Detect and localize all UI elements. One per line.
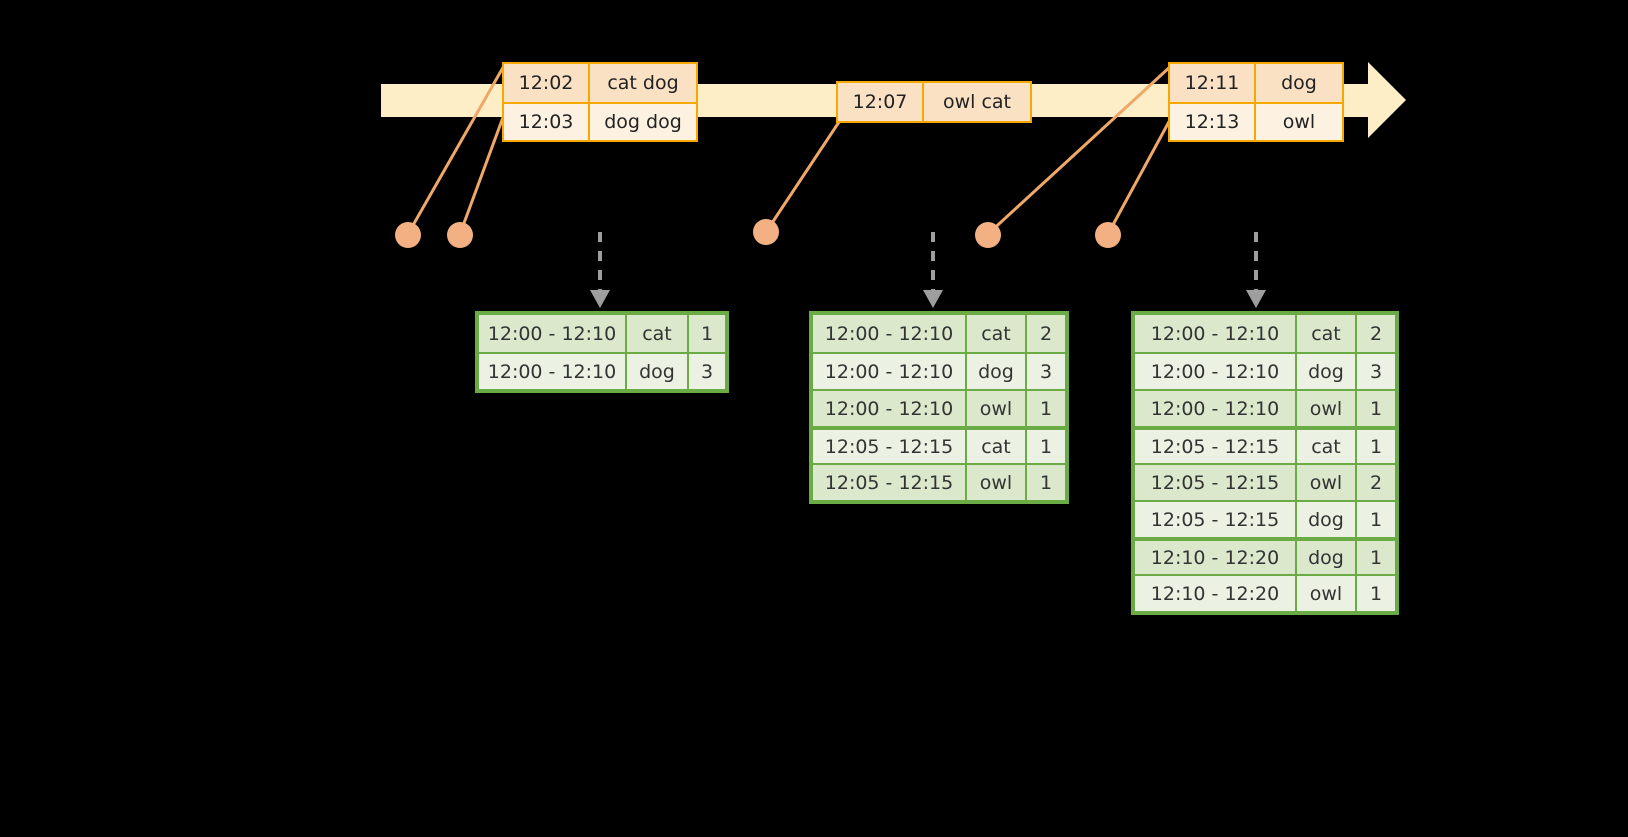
word-cell: owl [1295, 576, 1355, 611]
event-time: 12:07 [838, 83, 922, 121]
table-row[interactable]: 12:00 - 12:10 dog 3 [813, 352, 1065, 389]
word-cell: dog [1295, 502, 1355, 537]
table-row[interactable]: 12:00 - 12:10 cat 1 [479, 315, 725, 352]
table-row[interactable]: 12:00 - 12:10 cat 2 [813, 315, 1065, 352]
table-row[interactable]: 12:05 - 12:15 owl 2 [1135, 463, 1395, 500]
count-cell: 2 [1355, 465, 1395, 500]
window-cell: 12:00 - 12:10 [479, 354, 625, 389]
word-cell: cat [965, 430, 1025, 463]
word-cell: dog [1295, 354, 1355, 389]
table-row[interactable]: 12:00 - 12:10 owl 1 [813, 389, 1065, 426]
result-table-1: 12:00 - 12:10 cat 1 12:00 - 12:10 dog 3 [475, 311, 729, 393]
count-cell: 1 [1355, 391, 1395, 426]
window-cell: 12:00 - 12:10 [1135, 315, 1295, 352]
word-cell: dog [625, 354, 687, 389]
count-cell: 2 [1025, 315, 1065, 352]
event-dot [395, 222, 421, 248]
window-cell: 12:10 - 12:20 [1135, 541, 1295, 574]
event-time: 12:13 [1170, 104, 1254, 140]
word-cell: cat [1295, 315, 1355, 352]
table-row[interactable]: 12:10 - 12:20 dog 1 [1135, 537, 1395, 574]
window-cell: 12:00 - 12:10 [1135, 354, 1295, 389]
count-cell: 2 [1355, 315, 1395, 352]
table-row[interactable]: 12:10 - 12:20 owl 1 [1135, 574, 1395, 611]
count-cell: 3 [1355, 354, 1395, 389]
event-dot [447, 222, 473, 248]
table-row[interactable]: 12:00 - 12:10 cat 2 [1135, 315, 1395, 352]
trigger-arrowhead-3 [1246, 290, 1266, 308]
table-row[interactable]: 12:00 - 12:10 owl 1 [1135, 389, 1395, 426]
count-cell: 1 [1025, 430, 1065, 463]
event-time: 12:11 [1170, 64, 1254, 102]
trigger-arrowhead-2 [923, 290, 943, 308]
count-cell: 1 [1355, 541, 1395, 574]
word-cell: owl [965, 391, 1025, 426]
window-cell: 12:00 - 12:10 [479, 315, 625, 352]
window-cell: 12:05 - 12:15 [813, 465, 965, 500]
event-dot [975, 222, 1001, 248]
result-table-2: 12:00 - 12:10 cat 2 12:00 - 12:10 dog 3 … [809, 311, 1069, 504]
event-words: dog dog [588, 104, 696, 140]
window-cell: 12:05 - 12:15 [1135, 465, 1295, 500]
word-cell: cat [625, 315, 687, 352]
count-cell: 1 [1355, 430, 1395, 463]
window-cell: 12:10 - 12:20 [1135, 576, 1295, 611]
word-cell: owl [1295, 465, 1355, 500]
count-cell: 1 [1355, 502, 1395, 537]
event-row[interactable]: 12:02 cat dog [504, 64, 696, 102]
table-row[interactable]: 12:05 - 12:15 dog 1 [1135, 500, 1395, 537]
event-time: 12:02 [504, 64, 588, 102]
event-group-1[interactable]: 12:02 cat dog 12:03 dog dog [502, 62, 698, 142]
event-words: dog [1254, 64, 1342, 102]
event-words: cat dog [588, 64, 696, 102]
window-cell: 12:00 - 12:10 [813, 354, 965, 389]
result-table-3: 12:00 - 12:10 cat 2 12:00 - 12:10 dog 3 … [1131, 311, 1399, 615]
event-row[interactable]: 12:03 dog dog [504, 102, 696, 140]
window-cell: 12:00 - 12:10 [813, 315, 965, 352]
trigger-arrowhead-1 [590, 290, 610, 308]
event-words: owl cat [922, 83, 1030, 121]
event-row[interactable]: 12:11 dog [1170, 64, 1342, 102]
word-cell: dog [1295, 541, 1355, 574]
word-cell: owl [965, 465, 1025, 500]
table-row[interactable]: 12:05 - 12:15 cat 1 [1135, 426, 1395, 463]
event-row[interactable]: 12:07 owl cat [838, 83, 1030, 121]
table-row[interactable]: 12:05 - 12:15 cat 1 [813, 426, 1065, 463]
table-row[interactable]: 12:00 - 12:10 dog 3 [479, 352, 725, 389]
window-cell: 12:05 - 12:15 [1135, 430, 1295, 463]
table-row[interactable]: 12:05 - 12:15 owl 1 [813, 463, 1065, 500]
event-row[interactable]: 12:13 owl [1170, 102, 1342, 140]
count-cell: 3 [687, 354, 725, 389]
window-cell: 12:05 - 12:15 [1135, 502, 1295, 537]
word-cell: dog [965, 354, 1025, 389]
count-cell: 1 [1355, 576, 1395, 611]
window-cell: 12:00 - 12:10 [1135, 391, 1295, 426]
window-cell: 12:00 - 12:10 [813, 391, 965, 426]
word-cell: cat [965, 315, 1025, 352]
event-words: owl [1254, 104, 1342, 140]
count-cell: 1 [687, 315, 725, 352]
window-cell: 12:05 - 12:15 [813, 430, 965, 463]
event-dot [1095, 222, 1121, 248]
count-cell: 1 [1025, 465, 1065, 500]
event-time: 12:03 [504, 104, 588, 140]
count-cell: 1 [1025, 391, 1065, 426]
word-cell: owl [1295, 391, 1355, 426]
event-dot [753, 219, 779, 245]
event-group-2[interactable]: 12:07 owl cat [836, 81, 1032, 123]
timeline-arrow-icon [1368, 62, 1406, 138]
word-cell: cat [1295, 430, 1355, 463]
table-row[interactable]: 12:00 - 12:10 dog 3 [1135, 352, 1395, 389]
event-group-3[interactable]: 12:11 dog 12:13 owl [1168, 62, 1344, 142]
count-cell: 3 [1025, 354, 1065, 389]
